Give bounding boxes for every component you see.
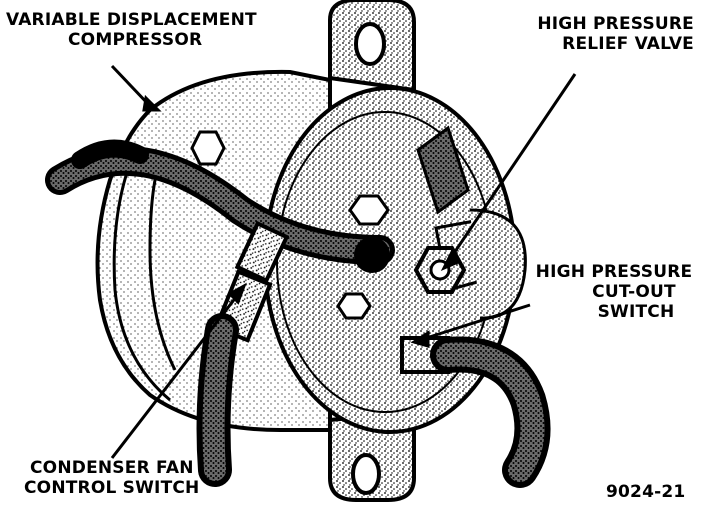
relief-valve [413, 246, 467, 294]
label-line: CONTROL SWITCH [24, 478, 200, 498]
label-condenser-fan-control-switch: CONDENSER FAN CONTROL SWITCH [24, 458, 199, 498]
label-line: RELIEF VALVE [562, 34, 694, 54]
leader-relief-valve [446, 73, 577, 263]
leader-cutout-switch [419, 303, 531, 342]
cutout-switch-assembly [400, 336, 551, 488]
wiring-harness [45, 139, 395, 273]
label-line: HIGH PRESSURE [535, 262, 693, 282]
body-bolt [190, 130, 226, 166]
label-variable-displacement-compressor: VARIABLE DISPLACEMENT COMPRESSOR [6, 10, 257, 50]
label-line: COMPRESSOR [68, 30, 203, 50]
arrow-relief-valve [440, 248, 461, 271]
label-line: VARIABLE DISPLACEMENT [6, 10, 257, 30]
bottom-mounting-ear [328, 409, 416, 502]
label-line: HIGH PRESSURE [537, 14, 694, 34]
leader-compressor [110, 64, 152, 108]
leader-lines [110, 64, 577, 459]
arrow-compressor [142, 94, 162, 112]
arrow-cutout-switch [410, 330, 430, 348]
condenser-fan-switch-assembly [196, 220, 290, 487]
top-mounting-ear [328, 0, 416, 93]
label-high-pressure-cutout-switch: HIGH PRESSURE CUT-OUT SWITCH [530, 262, 698, 322]
label-line: CONDENSER FAN [30, 458, 194, 478]
label-line: SWITCH [597, 302, 675, 322]
label-high-pressure-relief-valve: HIGH PRESSURE RELIEF VALVE [537, 14, 694, 54]
leader-condenser-fan [110, 291, 242, 459]
label-line: CUT-OUT [592, 282, 676, 302]
arrow-condenser-fan [227, 282, 247, 305]
rear-head-bolts [336, 194, 390, 320]
figure-id: 9024-21 [606, 482, 686, 502]
